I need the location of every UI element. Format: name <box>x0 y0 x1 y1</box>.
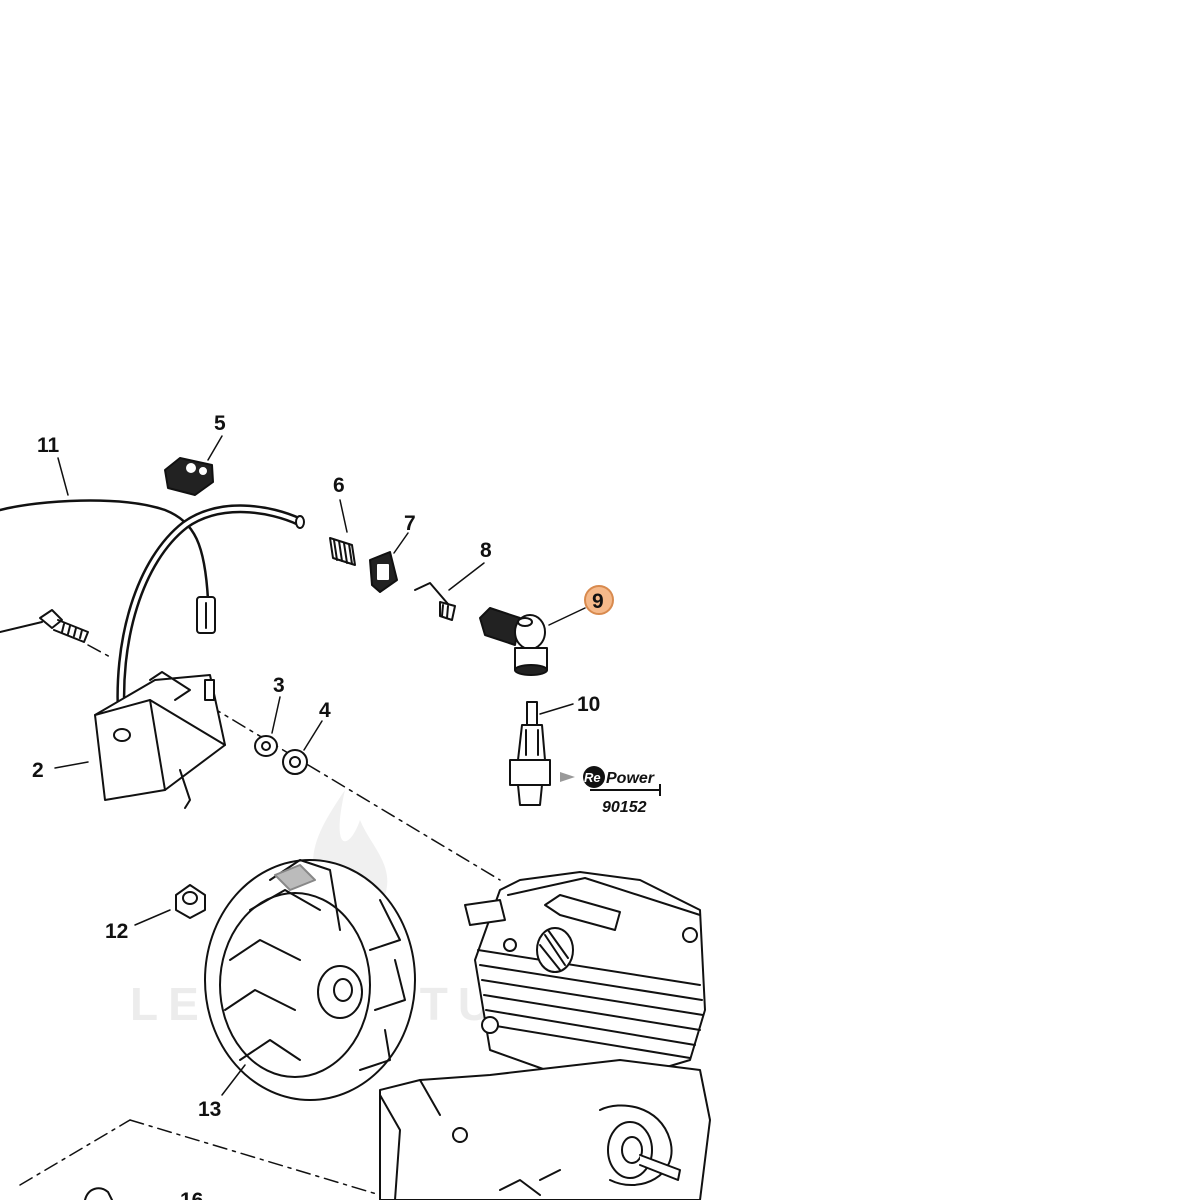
callout-4[interactable]: 4 <box>319 699 331 722</box>
assembly-lines <box>19 644 501 1196</box>
callout-labels: 11 5 6 7 8 9 10 3 4 2 12 13 16 <box>32 412 604 1200</box>
callout-10[interactable]: 10 <box>577 693 600 716</box>
engine-crankcase[interactable] <box>379 1059 711 1200</box>
part-13-flywheel[interactable] <box>204 859 416 1101</box>
part-2-ignition-module[interactable] <box>94 504 305 809</box>
leader-lines <box>54 435 586 1096</box>
part-5-grommet[interactable] <box>164 457 214 496</box>
repower-badge-icon <box>583 766 605 788</box>
logo-part-number: 90152 <box>602 799 647 816</box>
arrow-icon <box>560 772 575 782</box>
part-8-clip[interactable] <box>414 582 456 621</box>
callout-8[interactable]: 8 <box>480 539 492 562</box>
logo-prefix: Re <box>584 770 601 785</box>
callout-5[interactable]: 5 <box>214 412 226 435</box>
callout-6[interactable]: 6 <box>333 474 345 497</box>
logo-name: Power <box>606 770 655 787</box>
part-11-ground-wire[interactable] <box>0 499 216 634</box>
callout-3[interactable]: 3 <box>273 674 285 697</box>
repower-logo: Re Power 90152 <box>560 766 661 816</box>
part-10-spark-plug[interactable] <box>509 701 551 806</box>
part-9-spark-plug-boot[interactable] <box>479 607 548 676</box>
engine-cylinder[interactable] <box>464 871 706 1076</box>
part-16-gasket[interactable] <box>84 1187 113 1200</box>
callout-11[interactable]: 11 <box>37 434 60 457</box>
callout-12[interactable]: 12 <box>105 920 128 943</box>
callout-9[interactable]: 9 <box>592 590 604 613</box>
part-12-nut[interactable] <box>175 884 206 919</box>
part-7-grommet[interactable] <box>369 551 398 593</box>
callout-2[interactable]: 2 <box>32 759 44 782</box>
callout-7[interactable]: 7 <box>404 512 416 535</box>
callout-16[interactable]: 16 <box>180 1189 203 1200</box>
part-4-spacer[interactable] <box>282 749 308 775</box>
callout-13[interactable]: 13 <box>198 1098 221 1121</box>
screw[interactable] <box>0 609 89 643</box>
part-3-washer[interactable] <box>254 735 278 757</box>
part-6-spring[interactable] <box>329 537 356 566</box>
callout-9-highlight[interactable] <box>584 585 614 615</box>
